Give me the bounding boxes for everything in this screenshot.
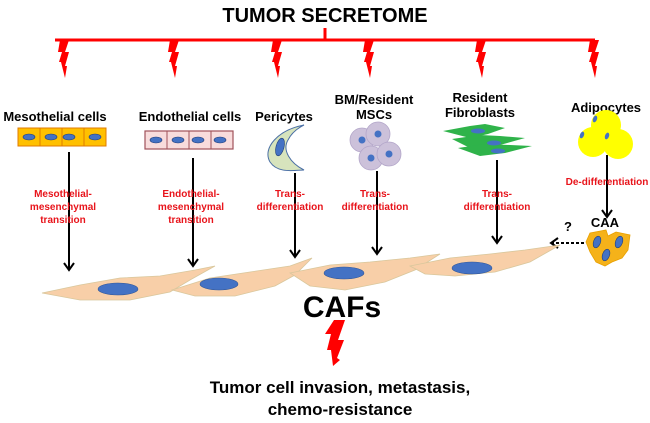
arrowhead-icon <box>601 209 613 219</box>
process-label: Trans- <box>275 189 305 200</box>
source-label: Fibroblasts <box>445 105 515 120</box>
caa-label: CAA <box>591 215 620 230</box>
fibroblasts-icon <box>443 124 532 156</box>
source-label: Adipocytes <box>571 100 641 115</box>
msc-cluster-icon <box>349 121 402 171</box>
adipocytes-icon <box>578 110 633 159</box>
process-label: Mesothelial- <box>34 189 92 200</box>
arrowhead-icon <box>371 246 383 256</box>
process-label: transition <box>40 215 86 226</box>
signal-bolt-icon <box>58 40 69 78</box>
process-label: transition <box>168 215 214 226</box>
outcome-line-1: Tumor cell invasion, metastasis, <box>210 378 470 397</box>
outcome-line-2: chemo-resistance <box>268 400 413 419</box>
process-label: differentiation <box>257 202 324 213</box>
cafs-label: CAFs <box>303 291 381 324</box>
arrowhead-icon <box>187 258 199 268</box>
source-label: Mesothelial cells <box>3 109 106 124</box>
source-label: Endothelial cells <box>139 109 242 124</box>
mesothelial-cells-icon <box>17 127 107 147</box>
process-label: Endothelial- <box>162 189 219 200</box>
source-label: MSCs <box>356 107 392 122</box>
cafs-signal-bolt-icon <box>325 320 345 366</box>
diagram-title: TUMOR SECRETOME <box>222 5 427 27</box>
pericyte-icon <box>267 124 305 172</box>
process-label: De-differentiation <box>566 177 649 188</box>
process-label: Trans- <box>482 189 512 200</box>
signal-bolt-icon <box>168 40 179 78</box>
arrowhead-icon <box>289 249 301 259</box>
caa-cells-icon <box>585 229 631 267</box>
signal-bolt-icon <box>363 40 374 78</box>
caa-question-mark: ? <box>564 219 572 234</box>
arrowhead-icon <box>491 235 503 245</box>
source-label: Resident <box>453 90 509 105</box>
caf-cells-icon <box>41 244 561 301</box>
source-label: Pericytes <box>255 109 313 124</box>
arrowhead-icon <box>63 262 75 272</box>
process-label: mesenchymal <box>30 202 96 213</box>
endothelial-cells-icon <box>144 130 234 150</box>
source-label: BM/Resident <box>335 92 414 107</box>
process-label: differentiation <box>342 202 409 213</box>
process-label: differentiation <box>464 202 531 213</box>
signal-bolt-icon <box>271 40 282 78</box>
signal-bolt-icon <box>588 40 599 78</box>
signal-bolt-icon <box>475 40 486 78</box>
process-label: Trans- <box>360 189 390 200</box>
process-label: mesenchymal <box>158 202 224 213</box>
